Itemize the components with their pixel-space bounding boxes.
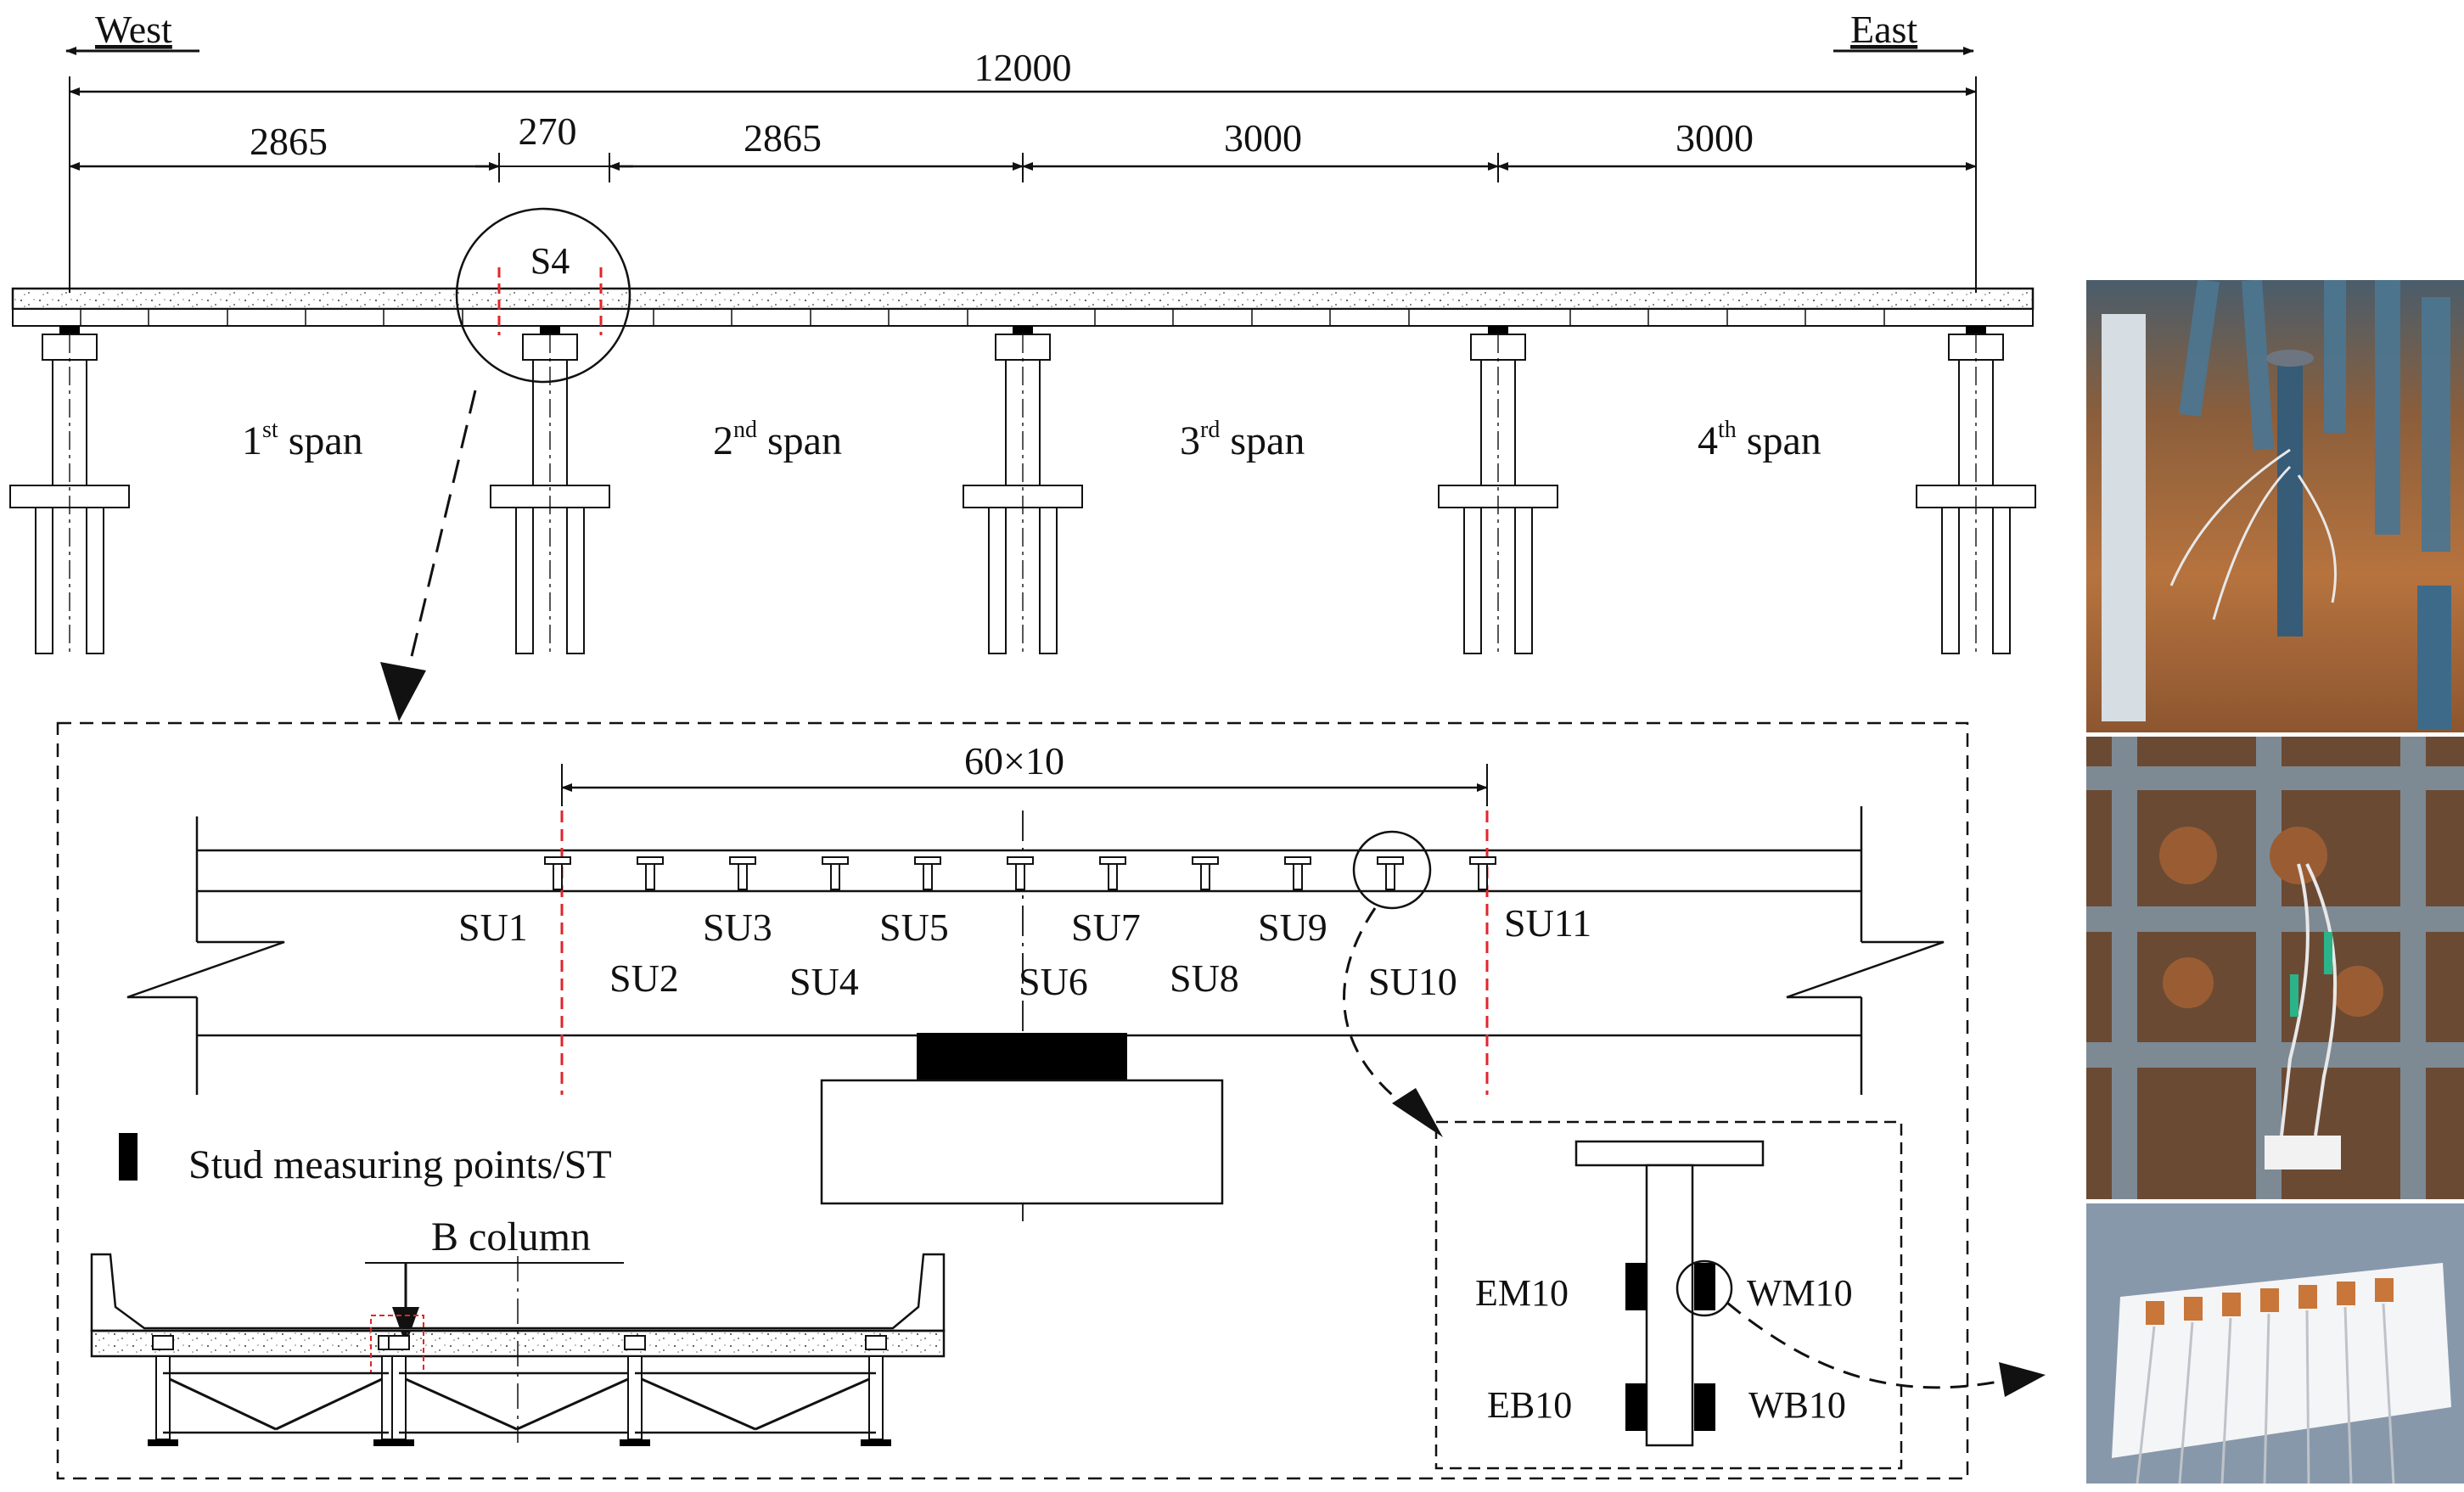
wm10-label: WM10 (1747, 1272, 1853, 1314)
stud-label-su6: SU6 (1019, 960, 1088, 1003)
dimension-2: 270 (519, 109, 577, 153)
legend-marker (119, 1133, 138, 1181)
pier-5 (1916, 326, 2036, 654)
pier-2 (490, 326, 610, 654)
column-label: B column (431, 1214, 591, 1259)
wb10-label: WB10 (1748, 1384, 1846, 1426)
eb10-marker (1625, 1383, 1647, 1431)
dimension-1: 2865 (250, 120, 328, 163)
stud-7 (1099, 856, 1126, 890)
stud-label-su3: SU3 (703, 906, 772, 949)
stud-9 (1284, 856, 1311, 890)
truss-frame-3 (620, 1335, 891, 1446)
span-2-label: 2nd span (713, 417, 842, 463)
legend-text: Stud measuring points/ST (188, 1142, 612, 1187)
span-4-label: 4th span (1698, 417, 1821, 463)
photo-stud-gauges-on-flange (2086, 280, 2464, 732)
stud-label-su2: SU2 (609, 956, 679, 1000)
photo-strain-gauges (2086, 1203, 2464, 1484)
section-label: S4 (530, 240, 570, 282)
em10-marker (1625, 1263, 1647, 1310)
deck-slab (11, 287, 2035, 311)
stud-1 (544, 856, 571, 890)
s4-callout-circle (455, 207, 631, 384)
dimension-4: 3000 (1224, 116, 1302, 160)
deck-girder (12, 308, 2034, 327)
span-3-label: 3rd span (1180, 417, 1305, 463)
truss-frames (148, 1335, 891, 1446)
pier-4 (1438, 326, 1558, 654)
deck-segment-joints (80, 309, 1885, 326)
wb10-marker (1694, 1383, 1715, 1431)
piers (9, 326, 2036, 654)
callout-leader-2 (1343, 907, 1427, 1122)
stud-label-su5: SU5 (879, 906, 949, 949)
stud-detail (126, 764, 1945, 1222)
stud-8 (1192, 856, 1219, 890)
studs (544, 856, 1496, 890)
stud-label-su7: SU7 (1071, 906, 1141, 949)
stud-5 (914, 856, 941, 890)
callout-leader-1 (401, 390, 477, 693)
stud-3 (729, 856, 756, 890)
stud-10 (1377, 856, 1404, 890)
photo-rebar-mesh-studs (2086, 737, 2464, 1199)
total-dimension: 12000 (974, 46, 1072, 89)
west-label: West (95, 8, 172, 51)
dimension-3: 2865 (744, 116, 822, 160)
eb10-label: EB10 (1487, 1384, 1572, 1426)
stud-11 (1469, 856, 1496, 890)
su10-detail-box (1434, 1120, 1903, 1470)
top-elevation (9, 47, 2036, 721)
stud-label-su11: SU11 (1504, 901, 1591, 945)
stud-2 (637, 856, 664, 890)
stud-label-su9: SU9 (1258, 906, 1327, 949)
dimension-5: 3000 (1675, 116, 1754, 160)
stud-label-su8: SU8 (1170, 956, 1239, 1000)
em10-label: EM10 (1475, 1272, 1569, 1314)
su10-callout-circle (1352, 830, 1432, 910)
stud-4 (822, 856, 849, 890)
pier-3 (963, 326, 1083, 654)
stud-label-su10: SU10 (1368, 960, 1457, 1003)
stud-label-su1: SU1 (458, 906, 528, 949)
east-label: East (1850, 8, 1917, 51)
su10-stud-drawing (1574, 1140, 2046, 1447)
detail-box (56, 721, 1969, 1480)
pier-1 (9, 326, 130, 654)
wm10-marker (1694, 1263, 1715, 1310)
stud-6 (1007, 856, 1034, 890)
span-1-label: 1st span (242, 417, 363, 463)
stud-label-su4: SU4 (789, 960, 859, 1003)
stud-spacing-dimension: 60×10 (964, 739, 1064, 782)
cross-section (90, 1253, 946, 1446)
